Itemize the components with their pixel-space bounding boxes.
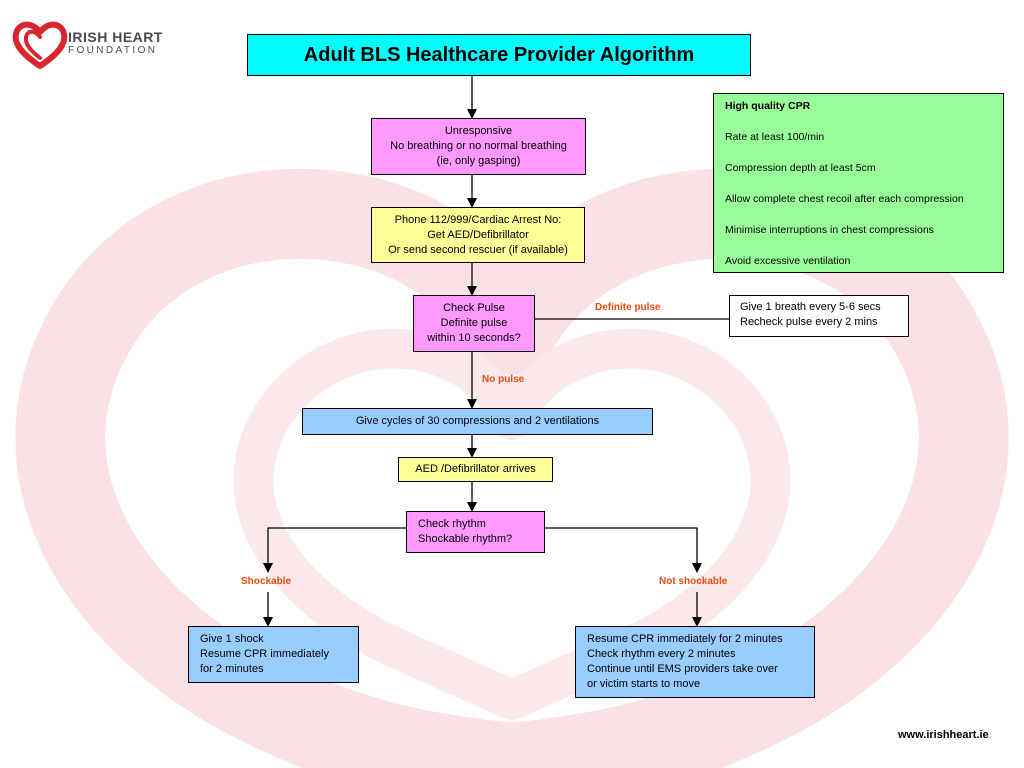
node-phone-line1: Phone 112/999/Cardiac Arrest No: [394,214,562,226]
node-resume-cpr-line4: or victim starts to move [587,678,701,690]
node-give-shock-line3: for 2 minutes [200,663,264,675]
edge-label-definite-pulse: Definite pulse [595,302,661,313]
cpr-panel: High quality CPR Rate at least 100/min C… [713,93,1004,273]
node-give-shock-line1: Give 1 shock [200,633,264,645]
cpr-item: Avoid excessive ventilation [725,255,851,267]
cpr-item: Rate at least 100/min [725,131,825,143]
edge-label-not-shockable: Not shockable [659,576,728,587]
node-check-rhythm-line2: Shockable rhythm? [418,533,513,545]
node-give-breath: Give 1 breath every 5-6 secs Recheck pul… [729,295,909,337]
node-resume-cpr-line2: Check rhythm every 2 minutes [587,648,736,660]
node-check-rhythm-line1: Check rhythm [418,518,486,530]
node-cycles-text: Give cycles of 30 compressions and 2 ven… [355,415,600,427]
heart-icon [12,21,68,69]
node-phone-line2: Get AED/Defibrillator [427,229,529,241]
node-aed-arrives-text: AED /Defibrillator arrives [415,463,536,475]
logo-line2: FOUNDATION [68,45,158,56]
node-give-breath-line2: Recheck pulse every 2 mins [740,316,878,328]
irish-heart-logo [12,18,162,74]
logo-line1: IRISH HEART [68,29,163,45]
node-phone: Phone 112/999/Cardiac Arrest No: Get AED… [371,207,585,263]
cpr-panel-heading: High quality CPR [725,100,811,112]
node-give-breath-line1: Give 1 breath every 5-6 secs [740,301,881,313]
cpr-item: Minimise interruptions in chest compress… [725,224,934,236]
arrow-rhythm-to-notshockable [544,527,702,573]
logo-wordmark: IRISH HEART FOUNDATION [68,30,163,57]
node-check-pulse-line3: within 10 seconds? [427,332,521,344]
node-check-rhythm: Check rhythm Shockable rhythm? [406,511,545,553]
node-check-pulse: Check Pulse Definite pulse within 10 sec… [413,295,535,352]
cpr-item: Allow complete chest recoil after each c… [725,193,964,205]
footer-url-link[interactable]: www.irishheart.ie [898,729,989,741]
node-unresponsive-line3: (ie, only gasping) [436,155,521,167]
node-phone-line3: Or send second rescuer (if available) [388,244,568,256]
node-give-shock-line2: Resume CPR immediately [200,648,329,660]
node-give-shock: Give 1 shock Resume CPR immediately for … [188,626,359,683]
page-title: Adult BLS Healthcare Provider Algorithm [247,34,751,76]
node-unresponsive-line1: Unresponsive [444,125,513,137]
cpr-item: Compression depth at least 5cm [725,162,876,174]
node-resume-cpr-line3: Continue until EMS providers take over [587,663,778,675]
node-unresponsive: Unresponsive No breathing or no normal b… [371,118,586,175]
node-resume-cpr-line1: Resume CPR immediately for 2 minutes [587,633,783,645]
node-unresponsive-line2: No breathing or no normal breathing [390,140,567,152]
node-cycles: Give cycles of 30 compressions and 2 ven… [302,408,653,435]
edge-label-shockable: Shockable [241,576,292,587]
arrow-rhythm-to-shockable [263,527,406,573]
node-check-pulse-line2: Definite pulse [440,317,508,329]
node-aed-arrives: AED /Defibrillator arrives [398,457,553,482]
edge-label-no-pulse: No pulse [482,374,525,385]
node-check-pulse-line1: Check Pulse [443,302,505,314]
node-resume-cpr: Resume CPR immediately for 2 minutes Che… [575,626,815,698]
